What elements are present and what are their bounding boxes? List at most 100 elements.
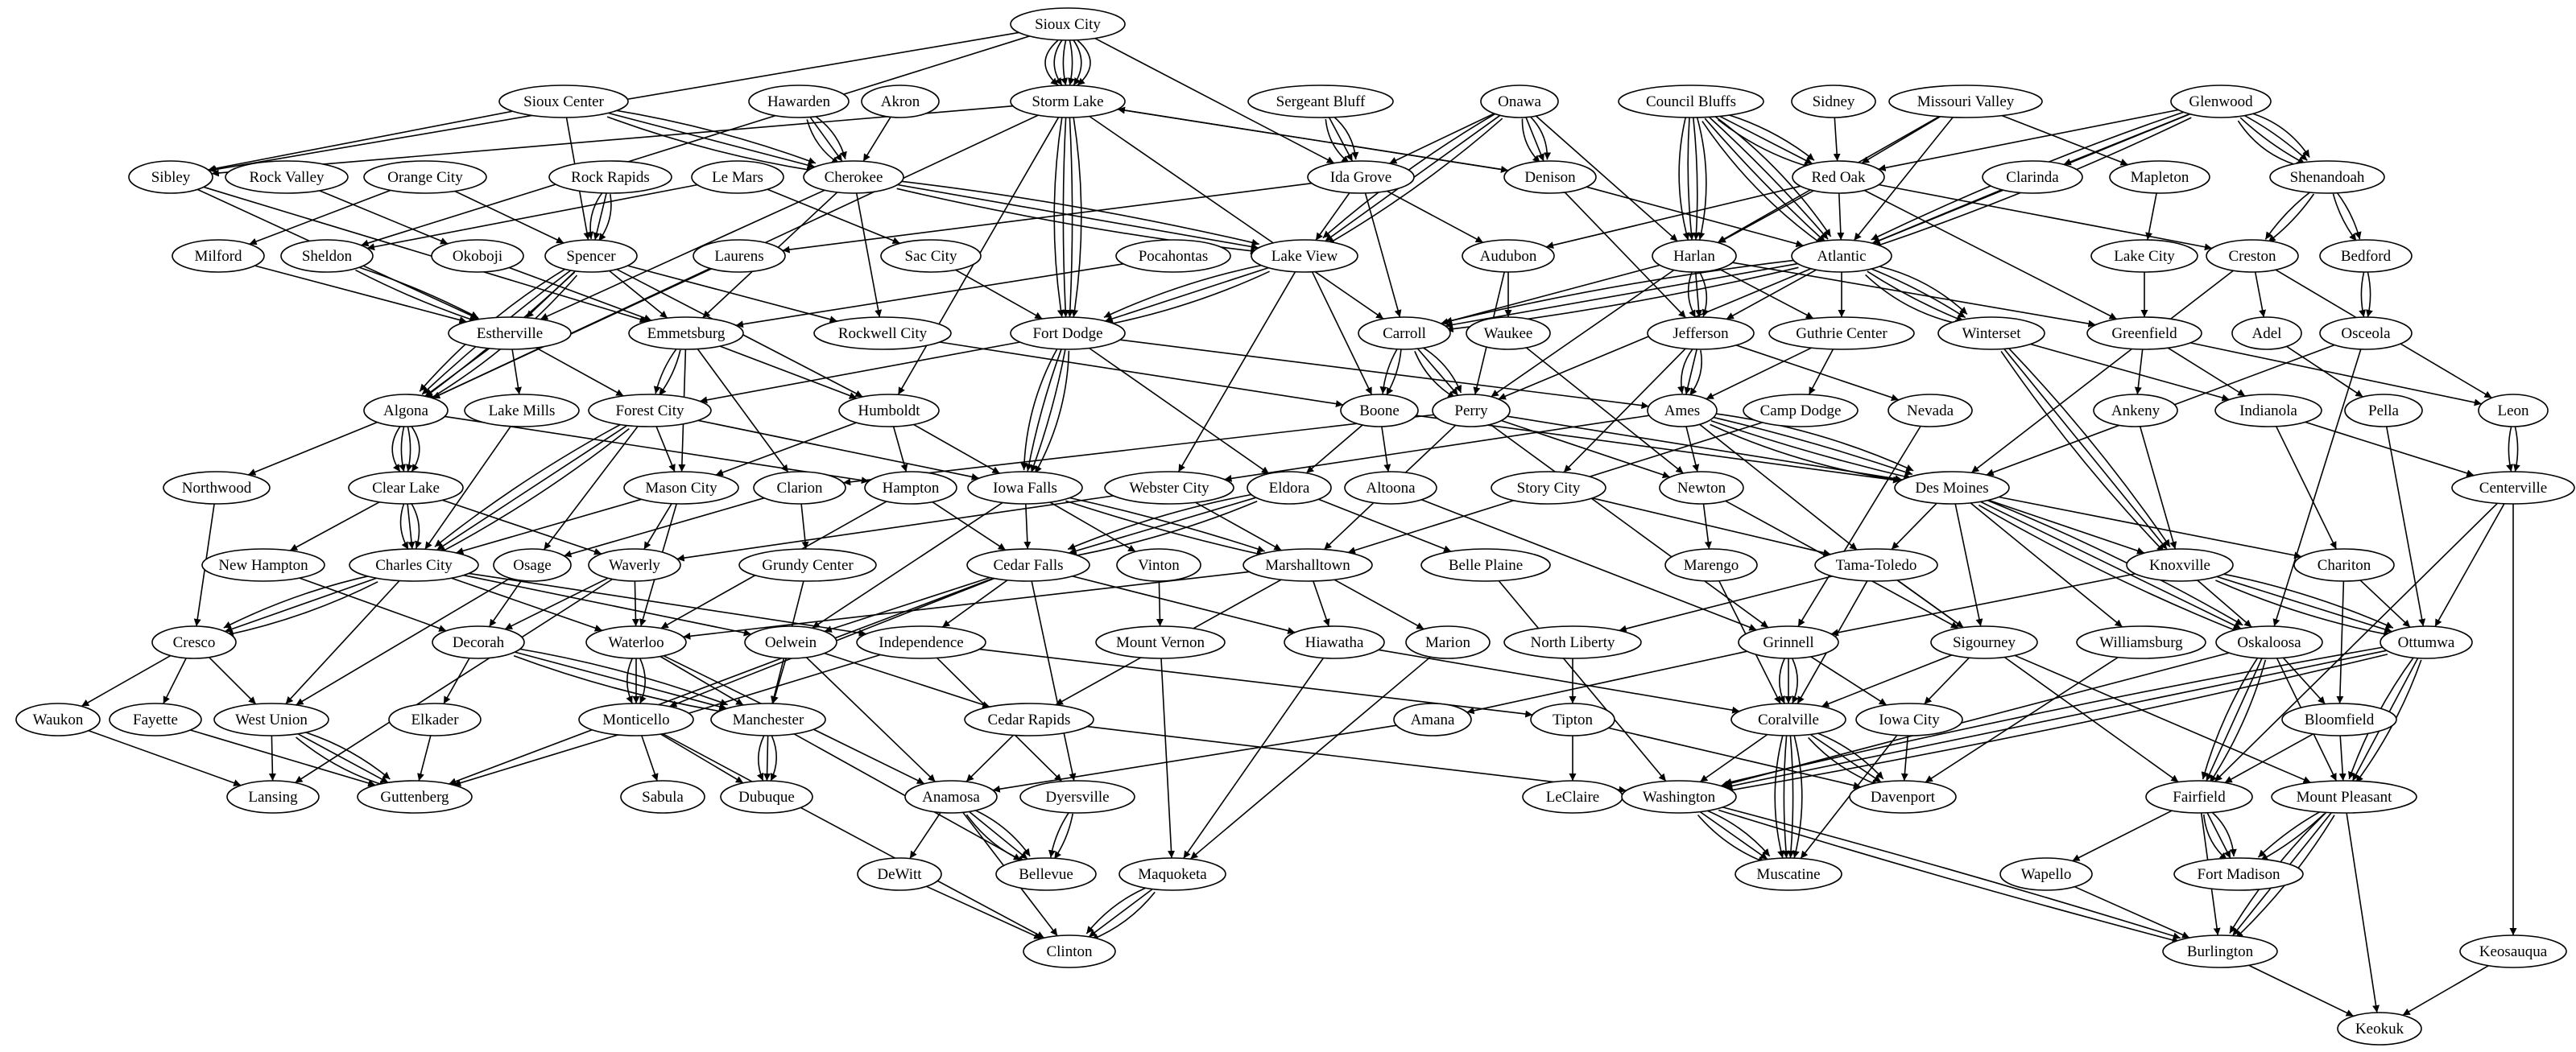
edge-cedar-rapids-to-anamosa (965, 734, 1014, 782)
edge-carroll-to-perry (1414, 350, 1456, 398)
node-sergeant-bluff: Sergeant Bluff (1247, 85, 1394, 118)
edge-decorah-to-manchester (513, 654, 726, 715)
edge-red-oak-to-atlantic (1837, 192, 1845, 241)
node-ellipse (226, 780, 320, 814)
edge-harlan-to-jefferson (1698, 271, 1710, 317)
edge-council-bluffs-to-harlan (1693, 117, 1701, 241)
node-ellipse (995, 857, 1097, 891)
node-label: Fort Dodge (1032, 325, 1102, 342)
edge-sac-city-to-fort-dodge (955, 269, 1043, 320)
node-label: Osage (513, 557, 551, 574)
node-ellipse (448, 316, 572, 350)
edge-council-bluffs-to-atlantic (1707, 115, 1829, 240)
edge-council-bluffs-to-atlantic (1704, 118, 1826, 243)
edge-bloomfield-to-fairfield (2224, 733, 2314, 784)
node-ellipse (585, 625, 687, 659)
edge-estherville-to-forest-city (535, 347, 624, 397)
node-label: Sidney (1813, 93, 1855, 110)
edge-west-union-to-guttenberg (299, 729, 391, 780)
node-ellipse (2451, 471, 2575, 505)
node-label: Shenandoah (2290, 169, 2365, 186)
node-sioux-city: Sioux City (1010, 7, 1126, 41)
edge-shenandoah-to-bedford (2332, 193, 2357, 241)
edge-council-bluffs-to-harlan (1687, 117, 1695, 241)
edge-jefferson-to-ames (1689, 349, 1702, 396)
node-label: Muscatine (1756, 866, 1820, 883)
node-label: Oskaloosa (2237, 634, 2301, 651)
node-marshalltown: Marshalltown (1243, 548, 1373, 582)
node-label: Mapleton (2131, 169, 2189, 186)
node-label: Winterset (1962, 325, 2021, 342)
node-label: Burlington (2187, 943, 2254, 960)
edge-red-oak-to-greenfield (1863, 189, 2118, 320)
edge-atlantic-to-carroll (1445, 262, 1798, 328)
edge-maquoketa-to-clinton (1085, 885, 1151, 934)
node-ellipse (1284, 625, 1385, 659)
edge-orange-city-to-milford (249, 189, 391, 245)
edge-glenwood-to-red-oak (1878, 109, 2179, 171)
edge-eldora-to-cedar-falls (1067, 493, 1255, 551)
node-hampton: Hampton (864, 471, 957, 505)
edge-des-moines-to-tama-toledo (1891, 502, 1937, 551)
edge-spencer-to-estherville (525, 270, 576, 319)
node-label: Boone (1359, 402, 1400, 419)
edge-iowa-city-to-muscatine (1800, 735, 1898, 859)
node-hawarden: Hawarden (748, 85, 850, 118)
edge-vinton-to-mount-vernon (1156, 580, 1164, 627)
node-ellipse (213, 703, 329, 736)
node-label: Adel (2252, 325, 2282, 342)
node-rock-valley: Rock Valley (225, 160, 349, 194)
edge-hawarden-to-cherokee (806, 119, 840, 164)
edge-sigourney-to-mount-pleasant (2014, 654, 2311, 783)
node-ellipse (1849, 780, 1957, 814)
edge-west-union-to-guttenberg (296, 736, 387, 788)
node-label: Bloomfield (2305, 712, 2375, 728)
edge-lake-mills-to-charles-city (424, 426, 511, 550)
edge-sioux-city-to-storm-lake (1044, 39, 1059, 86)
edge-fort-dodge-to-iowa-falls (1034, 350, 1070, 474)
edge-carroll-to-perry (1420, 345, 1462, 394)
node-iowa-city: Iowa City (1855, 703, 1963, 736)
edge-council-bluffs-to-harlan (1696, 117, 1707, 241)
edge-marion-to-maquoketa (1189, 656, 1431, 860)
node-estherville: Estherville (448, 316, 572, 350)
node-ellipse (1358, 316, 1451, 350)
edge-forest-city-to-charles-city (434, 421, 626, 547)
edge-webster-city-to-waverly (676, 495, 1114, 562)
edge-charles-city-to-west-union (285, 580, 400, 705)
node-grundy-center: Grundy Center (738, 548, 877, 582)
edge-jefferson-to-story-city (1563, 348, 1686, 473)
edge-independence-to-tipton (979, 648, 1533, 718)
node-charles-city: Charles City (349, 548, 479, 582)
edge-clear-lake-to-new-hampton (289, 501, 380, 551)
edge-ida-grove-to-laurens (782, 182, 1313, 254)
node-ellipse (1735, 857, 1842, 891)
node-mount-vernon: Mount Vernon (1095, 625, 1226, 659)
node-ellipse (128, 160, 213, 194)
node-label: Webster City (1129, 480, 1209, 497)
node-ellipse (1503, 625, 1642, 659)
node-ellipse (363, 394, 449, 427)
node-ellipse (225, 160, 349, 194)
edge-eldora-to-cedar-falls (1069, 497, 1257, 555)
edge-ottumwa-to-washington (1725, 650, 2388, 790)
node-ida-grove: Ida Grove (1307, 160, 1415, 194)
node-label: Ida Grove (1330, 169, 1392, 186)
node-ellipse (691, 160, 784, 194)
edge-akron-to-cherokee (862, 116, 891, 162)
node-bellevue: Bellevue (995, 857, 1097, 891)
node-ellipse (1664, 548, 1758, 582)
node-red-oak: Red Oak (1792, 160, 1885, 194)
node-guthrie-center: Guthrie Center (1768, 316, 1915, 350)
node-glenwood: Glenwood (2170, 85, 2272, 118)
edge-algona-to-clear-lake (411, 426, 420, 472)
edge-story-city-to-tama-toledo (1592, 497, 1831, 557)
edge-hiawatha-to-maquoketa (1183, 658, 1325, 859)
node-label: Tama-Toledo (1836, 557, 1917, 574)
edge-glenwood-to-clarinda (2063, 113, 2190, 166)
edge-perry-to-grinnell (1490, 423, 1769, 629)
node-ellipse (348, 471, 464, 505)
node-label: Orange City (387, 169, 463, 186)
node-label: Bellevue (1019, 866, 1073, 883)
edge-newton-to-marengo (1702, 503, 1712, 550)
